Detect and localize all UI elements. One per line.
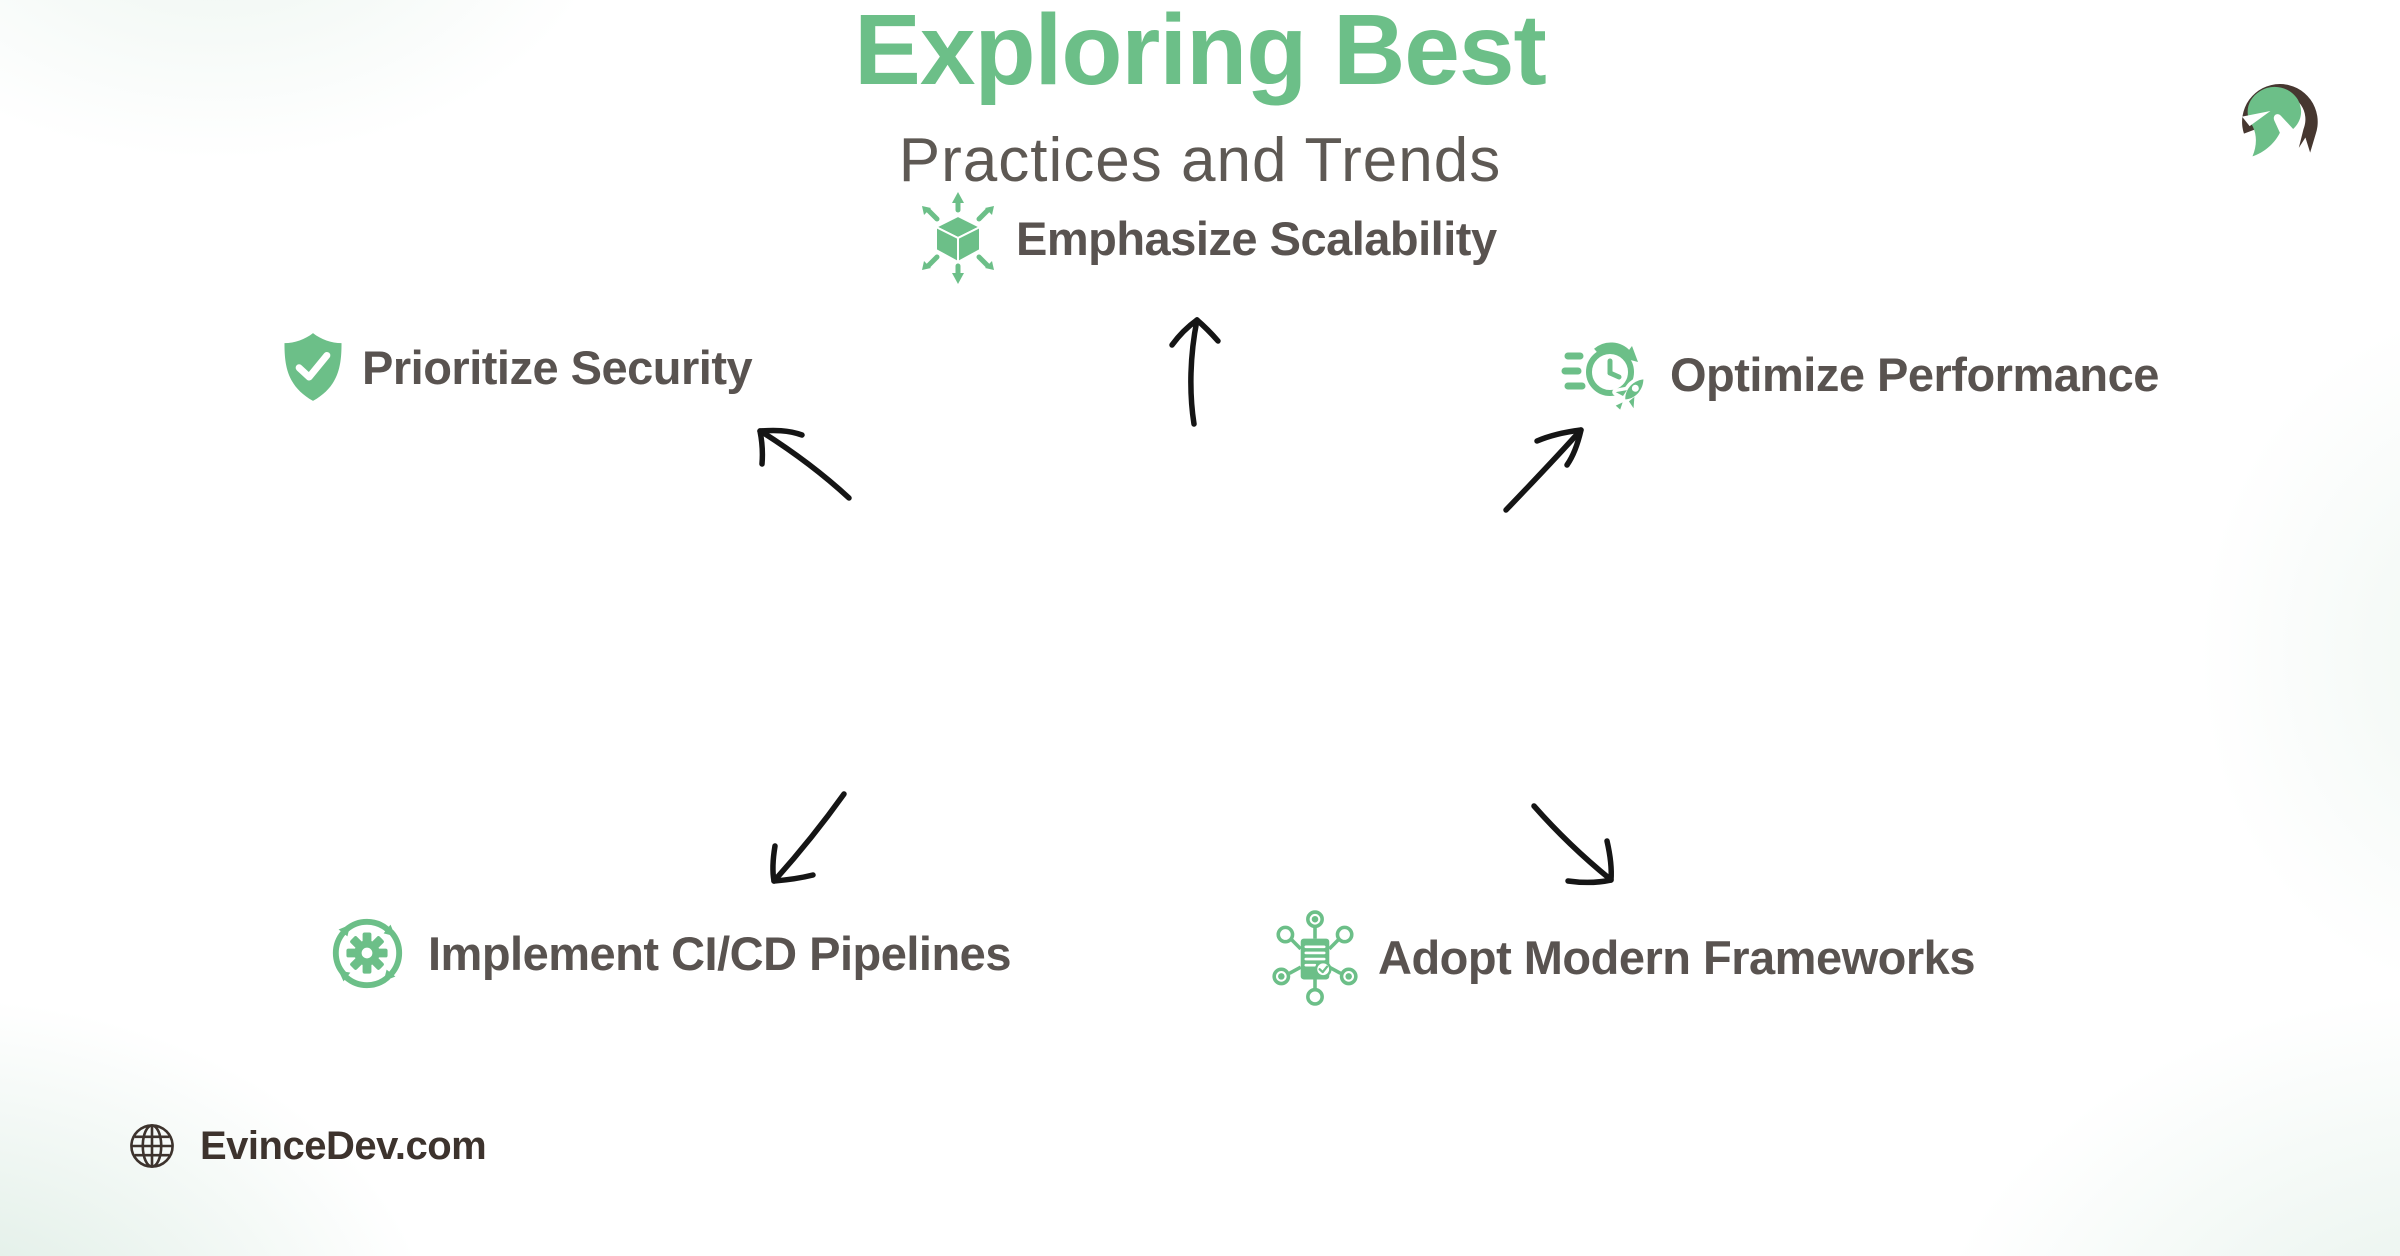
footer: EvinceDev.com	[126, 1120, 487, 1172]
item-label: Adopt Modern Frameworks	[1378, 930, 1975, 984]
page-title: Exploring Best	[854, 0, 1547, 106]
scale-out-cube-icon	[910, 190, 1006, 286]
item-emphasize-scalability: Emphasize Scalability	[910, 190, 1497, 286]
item-optimize-performance: Optimize Performance	[1560, 326, 2159, 422]
clock-rocket-icon	[1560, 326, 1656, 422]
arrow-lower-left	[770, 791, 847, 884]
globe-icon	[126, 1120, 178, 1172]
shield-check-icon	[276, 330, 350, 404]
arrow-lower-right	[1531, 803, 1614, 886]
item-label: Optimize Performance	[1670, 347, 2159, 401]
item-prioritize-security: Prioritize Security	[276, 330, 753, 404]
website-link[interactable]: EvinceDev.com	[200, 1124, 487, 1168]
spartan-helmet-icon	[2242, 84, 2318, 157]
item-label: Prioritize Security	[362, 340, 753, 394]
item-label: Emphasize Scalability	[1016, 211, 1497, 265]
item-adopt-frameworks: Adopt Modern Frameworks	[1266, 908, 1975, 1006]
arrow-upper-left	[757, 427, 852, 501]
item-implement-cicd: Implement CI/CD Pipelines	[320, 906, 1011, 1000]
arrow-up	[1169, 317, 1221, 427]
item-label: Implement CI/CD Pipelines	[428, 926, 1011, 980]
gear-cycle-icon	[320, 906, 414, 1000]
evincedev-logo	[2226, 70, 2330, 186]
arrow-upper-right	[1503, 427, 1584, 513]
doc-network-icon	[1266, 908, 1364, 1006]
center-title-block: Exploring Best Practices and Trends	[0, 0, 2400, 192]
page-subtitle: Practices and Trends	[898, 126, 1502, 195]
